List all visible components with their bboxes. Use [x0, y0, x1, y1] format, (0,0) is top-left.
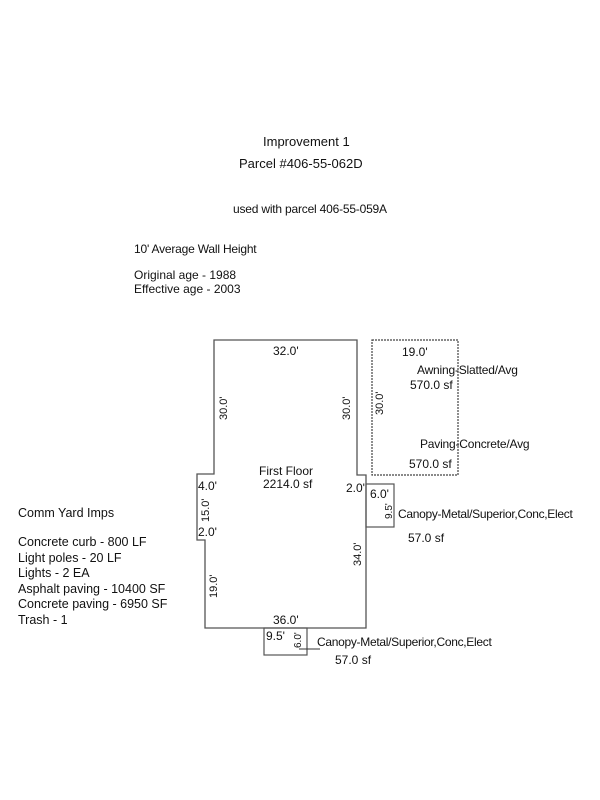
effective-age: Effective age - 2003 — [134, 282, 241, 296]
first-floor-outline — [196, 339, 367, 629]
first-floor-label: First Floor — [259, 464, 313, 478]
yard-imp-item: Concrete paving - 6950 SF — [18, 597, 168, 611]
awning-outline — [371, 339, 459, 476]
yard-imp-item: Asphalt paving - 10400 SF — [18, 581, 166, 596]
dim-jog-bottom: 2.0' — [198, 525, 217, 539]
dim-main-right-upper: 30.0' — [341, 396, 353, 420]
awning-label: Awning-Slatted/Avg — [417, 363, 518, 377]
canopy-south-outline — [263, 627, 308, 656]
dim-main-left-upper: 30.0' — [218, 396, 230, 420]
paving-label: Paving-Concrete/Avg — [420, 437, 530, 451]
dim-canopy-east-side: 9.5' — [384, 503, 395, 519]
yard-imp-item: Trash - 1 — [18, 612, 68, 627]
awning-area: 570.0 sf — [410, 378, 453, 392]
dim-main-right-jog: 2.0' — [346, 481, 365, 495]
canopy-east-label: Canopy-Metal/Superior,Conc,Elect — [398, 507, 573, 521]
dim-main-bottom: 36.0' — [273, 613, 299, 627]
canopy-east-outline — [365, 483, 395, 528]
wall-height: 10' Average Wall Height — [134, 242, 257, 256]
canopy-south-label: Canopy-Metal/Superior,Conc,Elect — [317, 635, 492, 649]
yard-imps-list: Concrete curb - 800 LF Light poles - 20 … — [18, 535, 167, 628]
dim-canopy-south-side: 6.0' — [293, 632, 304, 648]
first-floor-area: 2214.0 sf — [263, 477, 313, 491]
used-with-parcel: used with parcel 406-55-059A — [233, 202, 387, 216]
dim-jog-side: 15.0' — [200, 498, 212, 522]
dim-awning-top: 19.0' — [402, 345, 428, 359]
dim-main-left-lower: 19.0' — [208, 574, 220, 598]
yard-imps-title: Comm Yard Imps — [18, 506, 115, 520]
yard-imp-item: Lights - 2 EA — [18, 566, 90, 580]
canopy-east-area: 57.0 sf — [408, 531, 445, 545]
dim-canopy-east-top: 6.0' — [370, 487, 389, 501]
dim-jog-top: 4.0' — [198, 479, 217, 493]
dim-main-right-lower: 34.0' — [352, 542, 364, 566]
improvement-title: Improvement 1 — [263, 134, 350, 149]
yard-imp-item: Light poles - 20 LF — [18, 550, 122, 565]
dim-canopy-south-top: 9.5' — [266, 629, 285, 643]
dim-main-top: 32.0' — [273, 344, 299, 358]
yard-imp-item: Concrete curb - 800 LF — [18, 535, 147, 549]
original-age: Original age - 1988 — [134, 268, 237, 282]
parcel-number: Parcel #406-55-062D — [239, 156, 363, 171]
paving-area: 570.0 sf — [409, 457, 452, 471]
canopy-south-area: 57.0 sf — [335, 653, 372, 667]
dim-awning-side: 30.0' — [374, 391, 386, 415]
